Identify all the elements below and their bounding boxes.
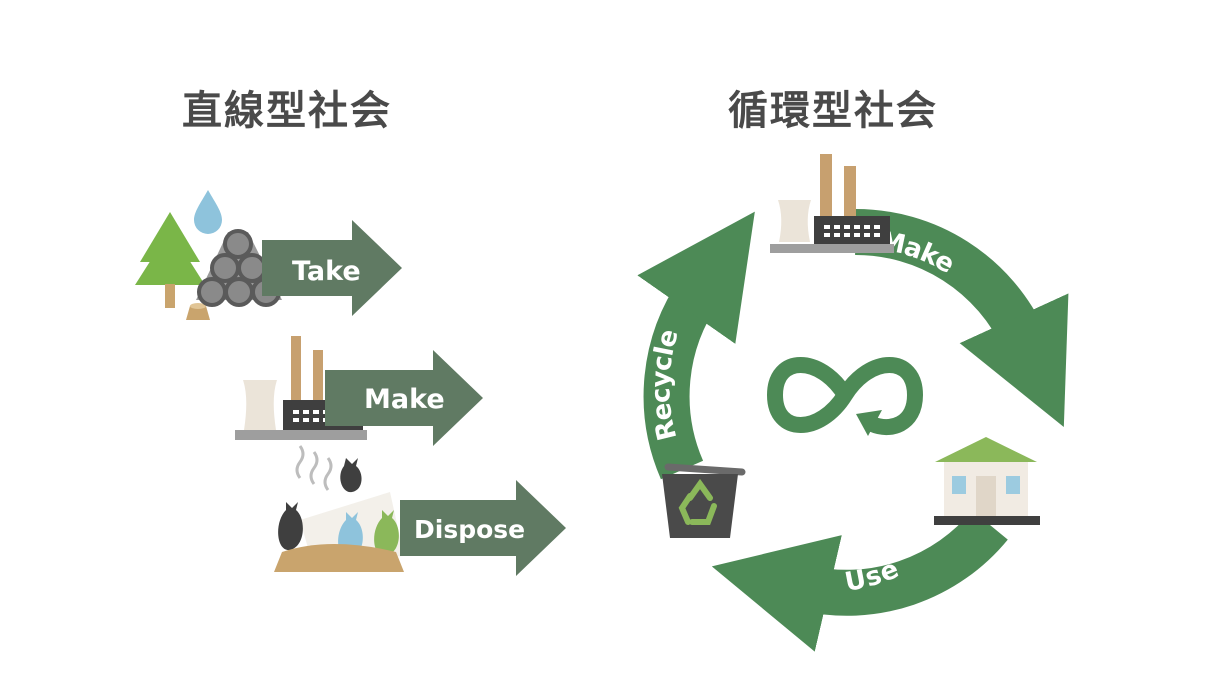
use-arc-arrow: [711, 510, 1008, 652]
make-step-linear: Make: [235, 336, 483, 446]
garbage-icon: [274, 445, 404, 572]
take-label: Take: [292, 256, 361, 287]
dispose-label: Dispose: [414, 515, 525, 544]
take-step: Take: [135, 190, 402, 320]
recycle-icon: [678, 478, 717, 525]
recycle-arc-arrow: [637, 211, 755, 480]
circular-society-title: 循環型社会: [728, 88, 938, 134]
factory-icon-circular: [770, 154, 894, 253]
infinity-icon: [766, 357, 924, 436]
trash-bin-icon: [662, 463, 746, 538]
house-icon: [934, 437, 1040, 525]
linear-society-title: 直線型社会: [182, 88, 392, 134]
water-drop-icon: [194, 190, 222, 234]
pipes-icon: [196, 229, 282, 307]
tree-icon: [135, 212, 210, 320]
dispose-step: Dispose: [274, 445, 566, 576]
take-arrow: [262, 220, 402, 316]
make-arrow-linear: [325, 350, 483, 446]
dispose-arrow: [400, 480, 566, 576]
make-label-linear: Make: [364, 384, 445, 415]
